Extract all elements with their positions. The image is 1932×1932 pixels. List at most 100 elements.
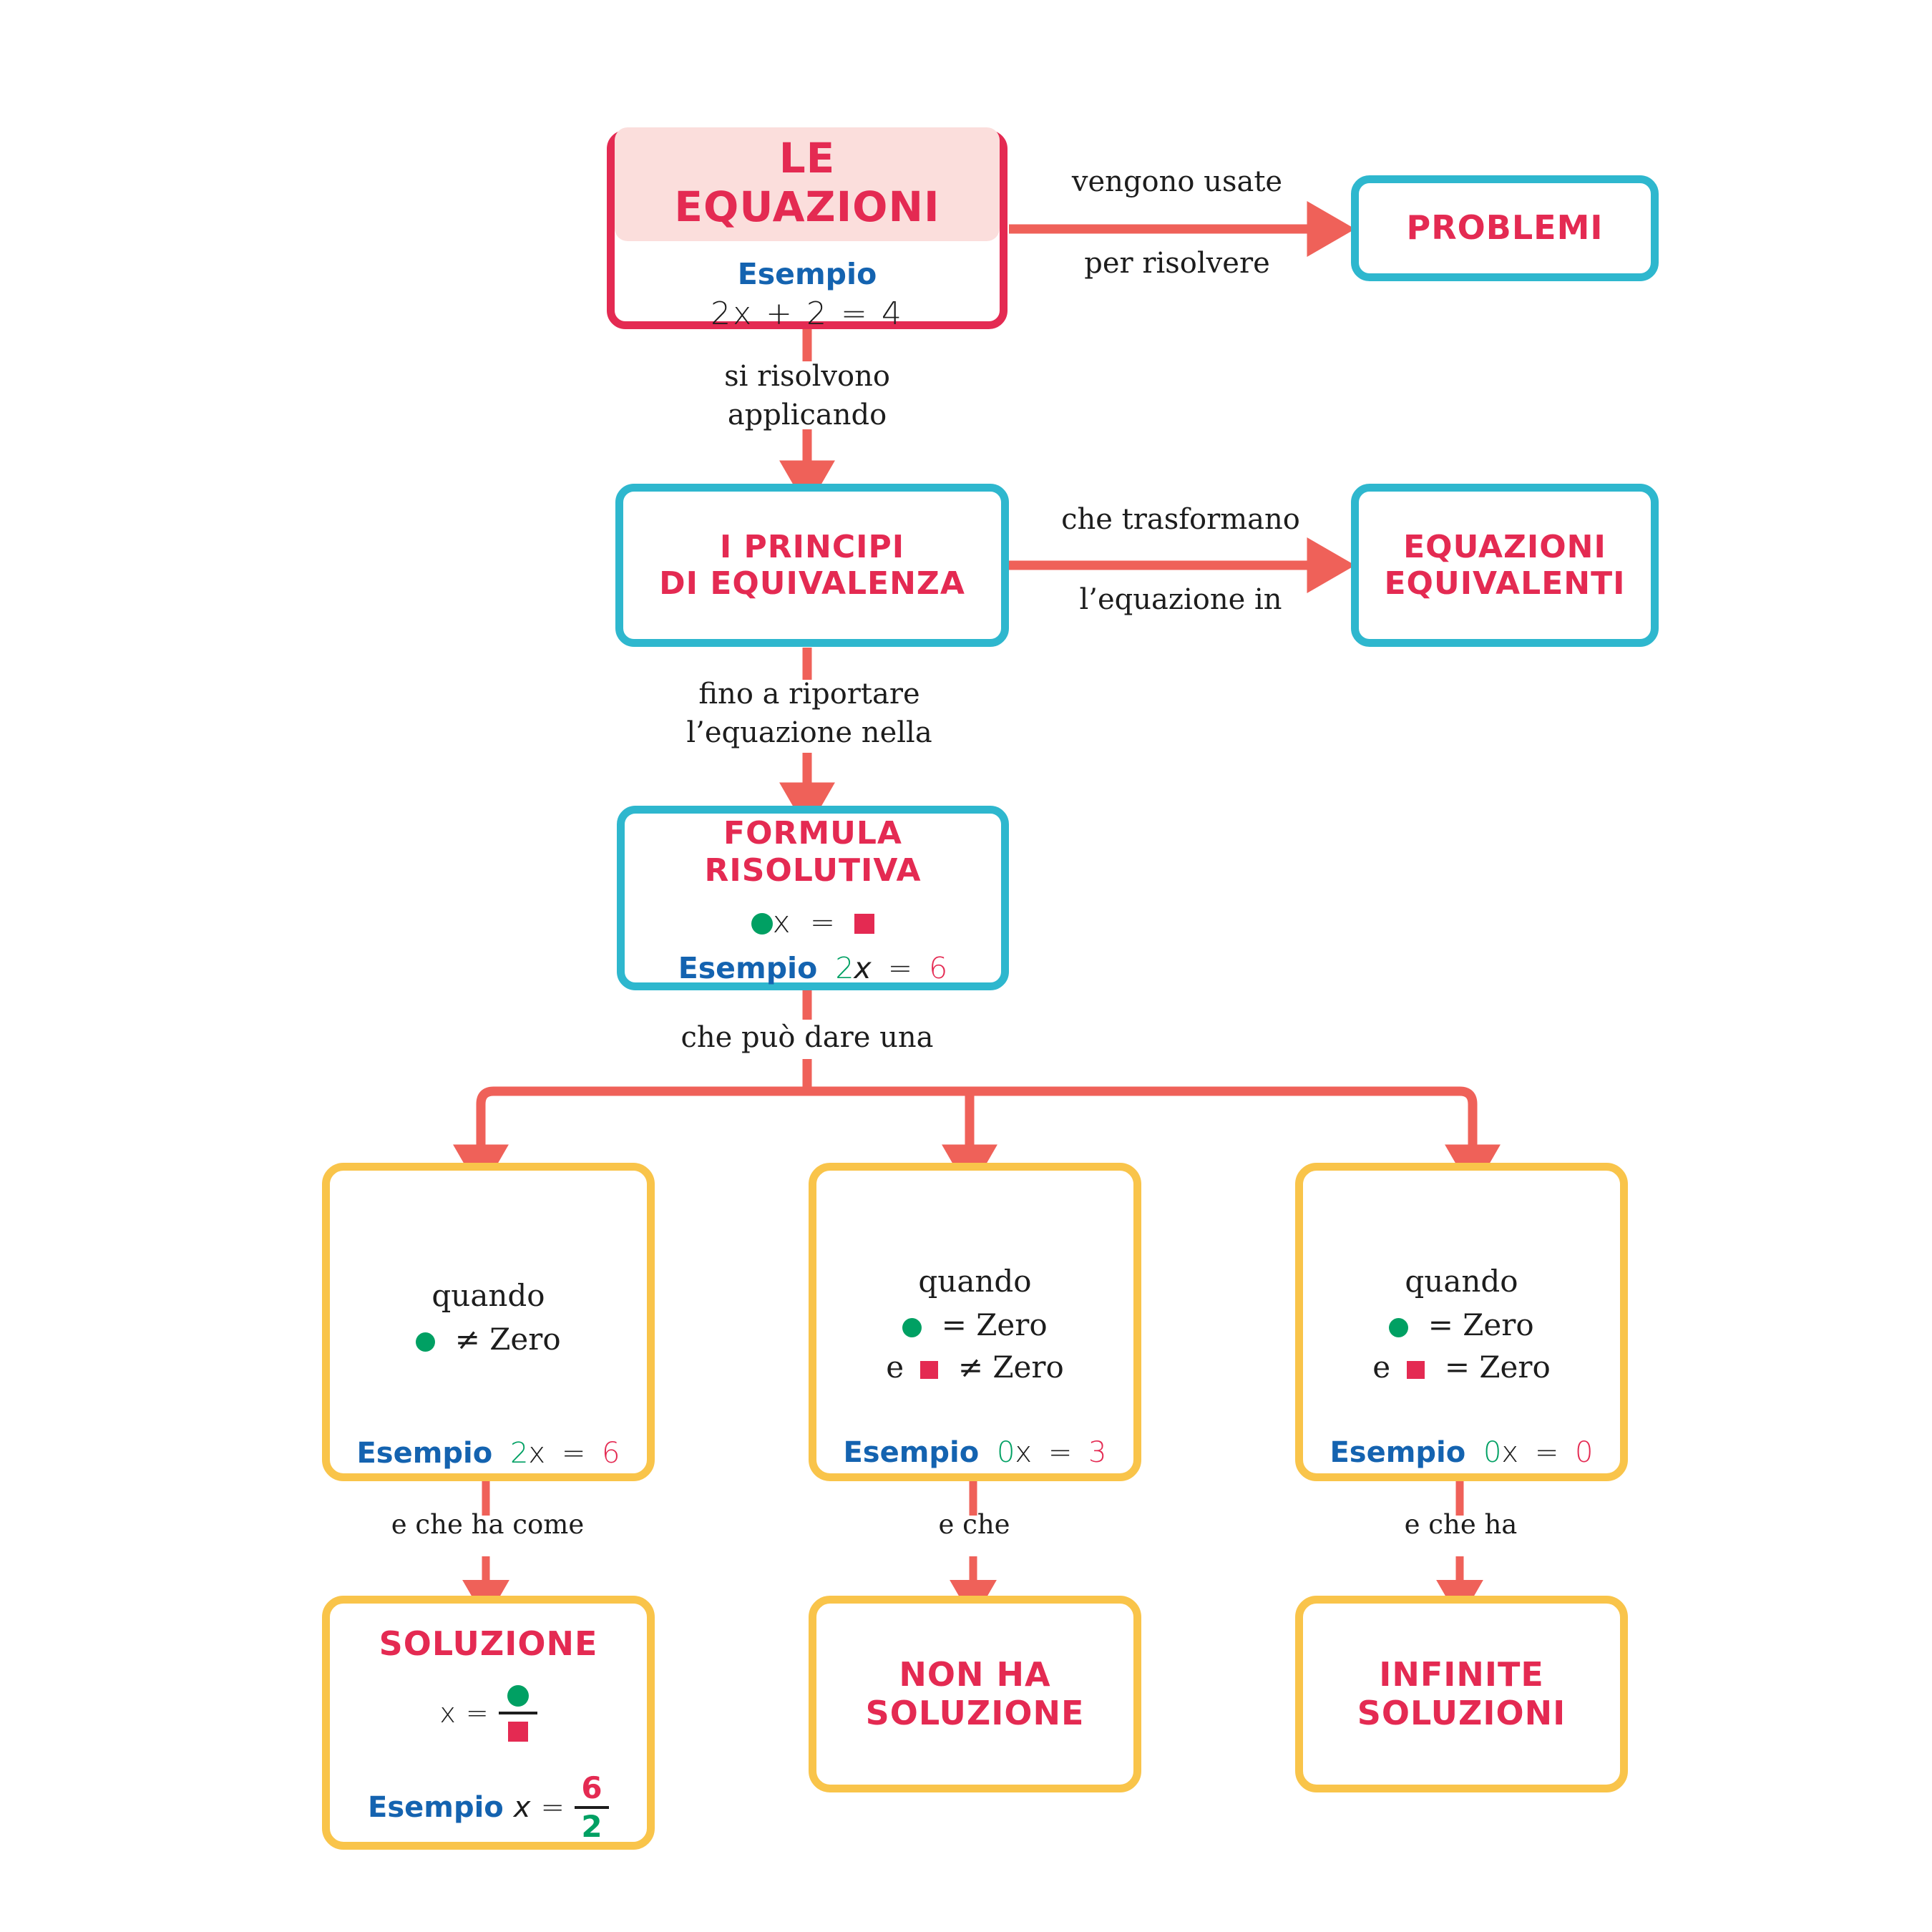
connector-label-che-trasformano: che trasformano — [1061, 503, 1300, 536]
node-caso-coefficiente-non-zero[interactable]: quando ≠ Zero Esempio 2x = 6 — [322, 1163, 655, 1481]
formula-equals: = — [809, 904, 836, 940]
node-title-line2: SOLUZIONE — [865, 1693, 1085, 1732]
condition-operator: ≠ Zero — [454, 1322, 561, 1357]
esempio-label: Esempio — [843, 1436, 980, 1469]
node-principi-di-equivalenza[interactable]: I PRINCIPI DI EQUIVALENZA — [615, 484, 1009, 647]
red-square-icon — [1407, 1361, 1425, 1379]
esempio-value: 6 — [602, 1437, 620, 1470]
node-formula-risolutiva[interactable]: FORMULA RISOLUTIVA x = Esempio 2x = 6 — [617, 806, 1009, 990]
formula-variable: x — [439, 1697, 456, 1729]
connector-label-si-risolvono-applicando: si risolvono applicando — [724, 360, 890, 431]
node-title-line1: FORMULA — [723, 815, 902, 852]
node-title-highlight: LE EQUAZIONI — [615, 127, 1000, 241]
esempio-variable: x — [1015, 1436, 1033, 1469]
node-soluzione[interactable]: SOLUZIONE x = Esempio x = 6 2 — [322, 1596, 655, 1850]
esempio-equals: = — [540, 1791, 565, 1825]
node-title-line1: INFINITE — [1379, 1655, 1544, 1694]
esempio-label: Esempio — [678, 950, 818, 985]
caso-esempio: Esempio 2x = 6 — [356, 1437, 620, 1470]
esempio-label: Esempio — [356, 1437, 493, 1470]
esempio-equals: = — [561, 1437, 586, 1470]
node-equazioni-equivalenti[interactable]: EQUAZIONI EQUIVALENTI — [1351, 484, 1659, 647]
fraction-numerator: 6 — [581, 1770, 602, 1806]
esempio-equals: = — [1048, 1436, 1073, 1469]
node-title-line2: EQUIVALENTI — [1384, 565, 1626, 602]
connector-label-e-che: e che — [938, 1509, 1010, 1540]
node-title: LE EQUAZIONI — [615, 127, 1000, 241]
formula-esempio: Esempio 2x = 6 — [678, 951, 947, 985]
esempio-equation: 2x + 2 = 4 — [711, 295, 904, 332]
esempio-equals: = — [1534, 1436, 1559, 1469]
node-title-line2: RISOLUTIVA — [704, 852, 922, 889]
node-title: SOLUZIONE — [379, 1624, 598, 1663]
formula-variable: x — [772, 904, 791, 940]
esempio-value: 6 — [929, 950, 948, 985]
esempio-coefficient: 2 — [835, 950, 854, 985]
connector-label-per-risolvere: per risolvere — [1084, 247, 1270, 280]
caso-condition-1: = Zero — [1389, 1307, 1534, 1342]
node-le-equazioni[interactable]: LE EQUAZIONI Esempio 2x + 2 = 4 — [607, 127, 1008, 332]
fraction-denominator — [507, 1714, 528, 1745]
node-title-line2: DI EQUIVALENZA — [659, 565, 965, 602]
formula-expression: x = — [751, 904, 875, 940]
condition-operator: = Zero — [1428, 1307, 1534, 1342]
condition-operator: = Zero — [1444, 1350, 1551, 1385]
green-circle-icon — [507, 1685, 529, 1707]
node-caso-coefficiente-zero-termine-zero[interactable]: quando = Zero e = Zero Esempio 0x = 0 — [1295, 1163, 1628, 1481]
caso-quando-label: quando — [1405, 1264, 1518, 1299]
esempio-label: Esempio — [737, 256, 877, 291]
fraction-bar — [498, 1712, 537, 1715]
node-caso-coefficiente-zero-termine-non-zero[interactable]: quando = Zero e ≠ Zero Esempio 0x = 3 — [809, 1163, 1141, 1481]
node-title-line1: NON HA — [899, 1655, 1051, 1694]
caso-condition-1: = Zero — [902, 1307, 1048, 1342]
connector-label-lequazione-in: l’equazione in — [1079, 583, 1282, 616]
node-title: PROBLEMI — [1406, 208, 1604, 248]
esempio-coefficient: 0 — [996, 1436, 1015, 1469]
wire-branch-bus — [476, 1086, 1478, 1141]
esempio-fraction: 6 2 — [574, 1770, 609, 1845]
formula-equals: = — [465, 1697, 489, 1729]
esempio-label: Esempio — [1330, 1436, 1466, 1469]
soluzione-esempio: Esempio x = 6 2 — [368, 1773, 609, 1842]
condition-prefix: e — [1372, 1350, 1391, 1385]
esempio-variable: x — [513, 1791, 531, 1825]
node-problemi[interactable]: PROBLEMI — [1351, 175, 1659, 281]
connector-label-fino-a-riportare: fino a riportare l’equazione nella — [686, 678, 932, 749]
caso-quando-label: quando — [918, 1264, 1032, 1299]
fraction-numerator — [507, 1682, 529, 1712]
esempio-coefficient: 0 — [1483, 1436, 1502, 1469]
green-circle-icon — [751, 912, 773, 935]
condition-prefix: e — [886, 1350, 904, 1385]
red-square-icon — [854, 913, 875, 934]
esempio-value: 3 — [1088, 1436, 1107, 1469]
caso-quando-label: quando — [431, 1278, 545, 1313]
green-circle-icon — [902, 1318, 922, 1337]
soluzione-formula: x = — [439, 1682, 537, 1745]
red-square-icon — [507, 1722, 528, 1742]
symbol-fraction — [498, 1682, 537, 1745]
caso-esempio: Esempio 0x = 0 — [1330, 1436, 1593, 1469]
condition-operator: ≠ Zero — [957, 1350, 1064, 1385]
caso-condition-2: e ≠ Zero — [886, 1350, 1064, 1385]
fraction-denominator: 2 — [581, 1809, 602, 1845]
esempio-equals: = — [887, 950, 913, 985]
connector-label-che-puo-dare-una: che può dare una — [680, 1021, 934, 1054]
esempio-coefficient: 2 — [509, 1437, 529, 1470]
caso-condition-2: e = Zero — [1372, 1350, 1551, 1385]
caso-esempio: Esempio 0x = 3 — [843, 1436, 1106, 1469]
connector-label-e-che-ha-come: e che ha come — [391, 1509, 585, 1540]
node-title-line2: SOLUZIONI — [1357, 1693, 1566, 1732]
caso-condition-1: ≠ Zero — [416, 1322, 561, 1357]
node-title-line1: EQUAZIONI — [1403, 528, 1606, 565]
green-circle-icon — [1389, 1318, 1409, 1337]
node-title-line1: I PRINCIPI — [719, 528, 905, 565]
red-square-icon — [920, 1361, 939, 1379]
node-non-ha-soluzione[interactable]: NON HA SOLUZIONE — [809, 1596, 1141, 1792]
condition-operator: = Zero — [941, 1307, 1048, 1342]
fraction-bar — [574, 1806, 609, 1810]
esempio-value: 0 — [1575, 1436, 1594, 1469]
green-circle-icon — [416, 1332, 436, 1352]
node-infinite-soluzioni[interactable]: INFINITE SOLUZIONI — [1295, 1596, 1628, 1792]
connector-label-vengono-usate: vengono usate — [1071, 165, 1283, 198]
